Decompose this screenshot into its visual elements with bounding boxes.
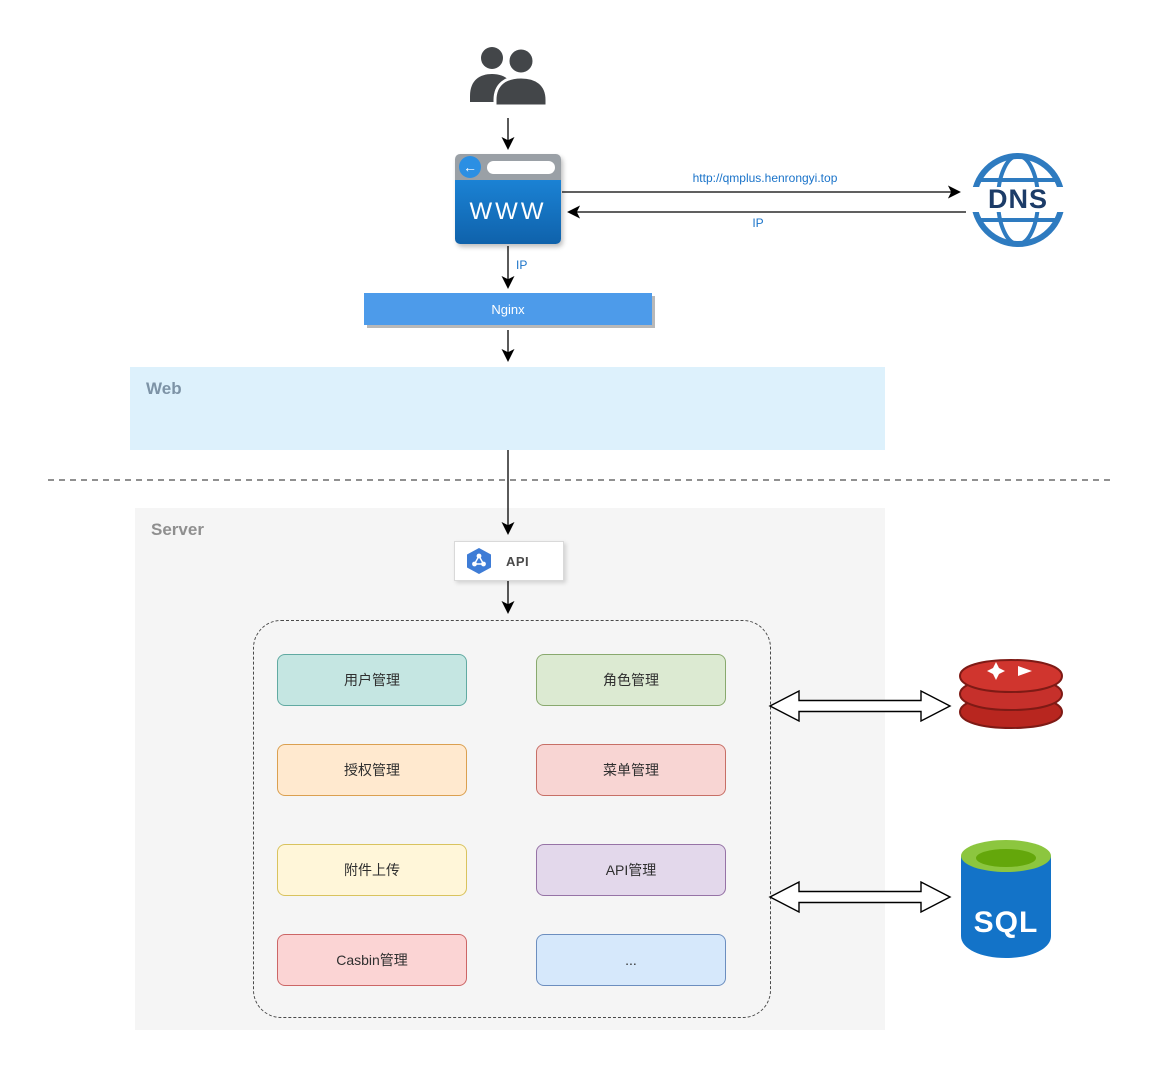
request-url-label: http://qmplus.henrongyi.top [692, 171, 838, 185]
redis-node [952, 650, 1070, 743]
browser-window: ← WWW [455, 154, 561, 244]
module-casbin-management: Casbin管理 [277, 934, 467, 986]
web-zone: Web [130, 367, 885, 450]
api-label: API [506, 553, 530, 569]
users-icon [470, 46, 549, 108]
dns-node: DNS [968, 150, 1068, 255]
sql-database-node: SQL [956, 832, 1056, 967]
response-ip-label: IP [752, 216, 764, 230]
server-zone: Server [135, 508, 885, 1030]
redis-triangle-detail [1018, 666, 1032, 676]
dns-globe-icon: DNS [968, 153, 1068, 247]
browser-address-bar [487, 161, 555, 174]
web-zone-label: Web [146, 379, 182, 398]
module-authorization-management: 授权管理 [277, 744, 467, 796]
sql-database-icon: SQL [961, 840, 1051, 958]
redis-star-detail [987, 662, 1005, 680]
module-api-management: API管理 [536, 844, 726, 896]
back-icon: ← [459, 156, 481, 178]
nginx-label: Nginx [491, 301, 525, 317]
browser-titlebar: ← [455, 154, 561, 180]
module-attachment-upload: 附件上传 [277, 844, 467, 896]
redis-icon [958, 658, 1064, 730]
server-zone-label: Server [151, 520, 204, 539]
browser-www-label: WWW [469, 198, 547, 225]
sql-label: SQL [974, 906, 1039, 939]
module-menu-management: 菜单管理 [536, 744, 726, 796]
api-hexagon-icon [467, 548, 491, 574]
module-user-management: 用户管理 [277, 654, 467, 706]
browser-body: WWW [455, 180, 561, 244]
user-front-silhouette [493, 46, 549, 108]
dns-label: DNS [988, 184, 1048, 214]
users-node [468, 44, 550, 115]
module-role-management: 角色管理 [536, 654, 726, 706]
api-node: API [454, 541, 564, 581]
modules-group-container [253, 620, 771, 1018]
nginx-node: Nginx [364, 293, 652, 325]
forward-ip-label: IP [516, 258, 528, 272]
module-ellipsis: ... [536, 934, 726, 986]
